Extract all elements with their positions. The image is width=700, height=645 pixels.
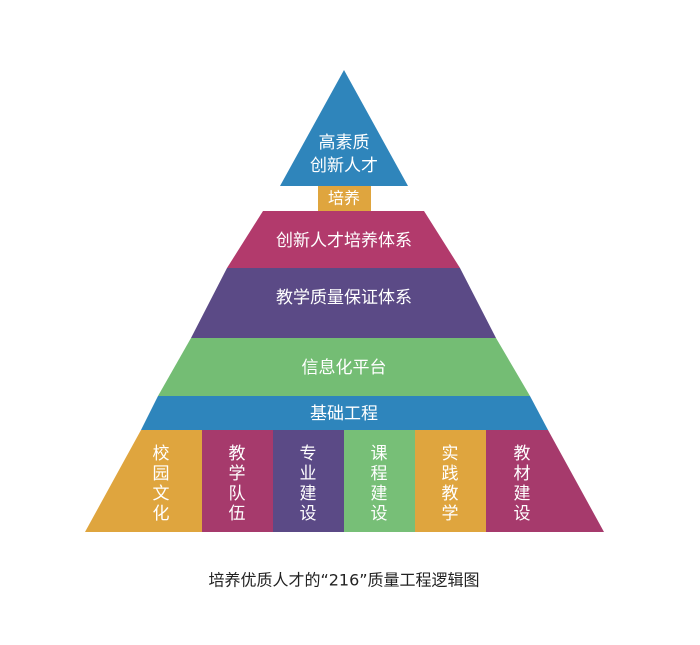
layer-basic-engineering bbox=[141, 396, 548, 430]
apex-label-line-2: 创新人才 bbox=[310, 156, 378, 176]
foundation-label-char: 园 bbox=[153, 464, 170, 484]
foundation-course-construction bbox=[344, 430, 415, 532]
foundation-label-char: 材 bbox=[514, 464, 531, 484]
foundation-label-char: 学 bbox=[229, 464, 246, 484]
foundation-label-char: 教 bbox=[514, 444, 531, 464]
foundation-label-char: 校 bbox=[153, 444, 170, 464]
foundation-label-char: 建 bbox=[371, 484, 388, 504]
foundation-label-char: 教 bbox=[229, 444, 246, 464]
foundation-label-char: 践 bbox=[442, 464, 459, 484]
layer-innovation-talent-system-label: 创新人才培养体系 bbox=[276, 231, 412, 251]
foundation-practical-teaching-label: 实践教学 bbox=[442, 444, 459, 524]
layer-quality-assurance-system-label: 教学质量保证体系 bbox=[276, 288, 412, 308]
layer-information-platform-label: 信息化平台 bbox=[302, 358, 387, 378]
foundation-label-char: 化 bbox=[153, 504, 170, 524]
diagram-caption: 培养优质人才的“216”质量工程逻辑图 bbox=[208, 571, 479, 590]
foundation-practical-teaching bbox=[415, 430, 486, 532]
foundation-label-char: 队 bbox=[229, 484, 246, 504]
apex-triangle bbox=[280, 70, 408, 186]
foundation-label-char: 专 bbox=[300, 444, 317, 464]
foundation-label-char: 教 bbox=[442, 484, 459, 504]
foundation-label-char: 课 bbox=[371, 444, 388, 464]
foundation-label-char: 设 bbox=[300, 504, 317, 524]
foundation-specialty-construction-label: 专业建设 bbox=[300, 444, 317, 524]
foundation-label-char: 设 bbox=[514, 504, 531, 524]
foundation-campus-culture-label: 校园文化 bbox=[153, 444, 170, 524]
foundation-label-char: 实 bbox=[442, 444, 459, 464]
foundation-label-char: 程 bbox=[371, 464, 388, 484]
apex-label-line-1: 高素质 bbox=[319, 133, 370, 153]
foundation-teaching-team bbox=[202, 430, 273, 532]
foundation-campus-culture bbox=[85, 430, 202, 532]
foundation-teaching-team-label: 教学队伍 bbox=[229, 444, 246, 524]
layer-information-platform bbox=[158, 338, 530, 396]
foundation-label-char: 业 bbox=[300, 464, 317, 484]
connector-label: 培养 bbox=[328, 189, 360, 208]
foundation-textbook-construction-label: 教材建设 bbox=[514, 444, 531, 524]
foundation-label-char: 建 bbox=[514, 484, 531, 504]
foundation-label-char: 设 bbox=[371, 504, 388, 524]
layer-innovation-talent-system bbox=[227, 211, 460, 268]
foundation-specialty-construction bbox=[273, 430, 344, 532]
connector-block bbox=[318, 186, 371, 212]
layer-basic-engineering-label: 基础工程 bbox=[310, 404, 378, 424]
foundation-label-char: 建 bbox=[300, 484, 317, 504]
layer-quality-assurance-system bbox=[191, 268, 496, 338]
foundation-label-char: 学 bbox=[442, 504, 459, 524]
foundation-course-construction-label: 课程建设 bbox=[371, 444, 388, 524]
foundation-label-char: 伍 bbox=[229, 504, 246, 524]
foundation-textbook-construction bbox=[486, 430, 604, 532]
foundation-label-char: 文 bbox=[153, 484, 170, 504]
